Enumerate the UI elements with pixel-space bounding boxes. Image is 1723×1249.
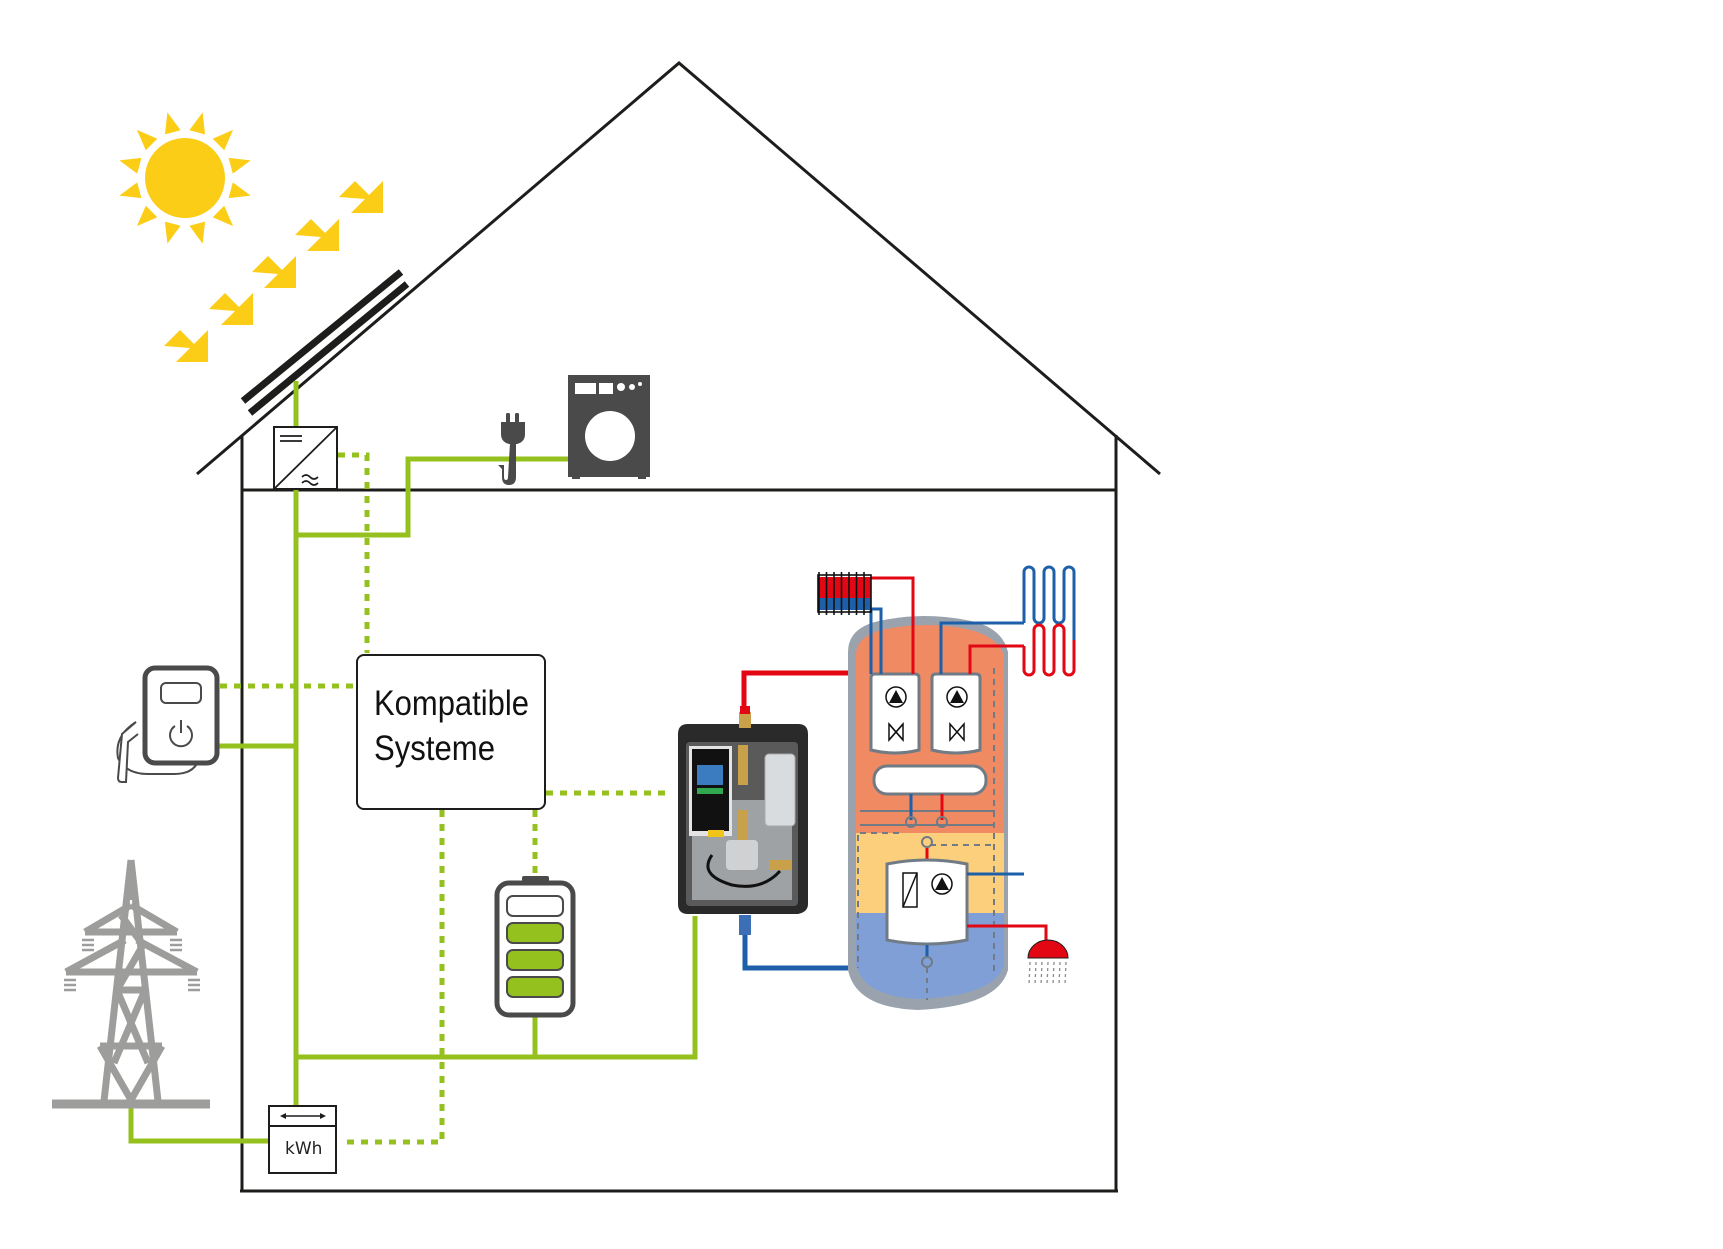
sun-icon: [119, 112, 251, 244]
pylon-strut: [135, 936, 199, 976]
power-lines: [128, 381, 698, 1144]
power-button-icon: [169, 720, 193, 748]
pylon-strut: [129, 901, 179, 936]
water-drop: [1028, 961, 1031, 986]
water-drop: [1040, 961, 1043, 986]
battery-icon: [494, 876, 576, 1018]
heating-circuit-module-2: [930, 672, 982, 755]
sun-arrow: [164, 330, 208, 362]
power-plug-icon: [498, 413, 525, 485]
water-drop: [1052, 961, 1055, 986]
sun-ray: [228, 157, 251, 174]
pylon-strut: [113, 943, 147, 992]
sun-arrow: [209, 293, 253, 325]
sun-ray: [164, 112, 181, 135]
sun-ray: [212, 205, 234, 227]
grid-to-meter-line: [128, 1103, 269, 1144]
pylon-strut: [64, 936, 127, 976]
pylon-strut: [127, 1044, 166, 1102]
pylon-strut: [110, 988, 149, 1065]
sun-ray: [189, 221, 206, 244]
compatible-systems-label-line2: Systeme: [374, 729, 495, 768]
sunlight-arrows-icon: [164, 181, 383, 362]
radiator-icon: [817, 572, 915, 674]
sun-ray: [136, 129, 158, 151]
floor-heating-coil-icon: [939, 565, 1076, 677]
sun-ray: [164, 221, 181, 244]
battery-segment-filled: [506, 922, 564, 944]
dc-ac-inverter-icon: [273, 426, 338, 490]
compatible-systems-box[interactable]: Kompatible Systeme: [356, 654, 546, 810]
sun-ray: [119, 157, 142, 174]
buffer-tank-icon[interactable]: [848, 616, 1048, 1013]
house-appliance-line: [296, 456, 568, 538]
inverter-data-line: [338, 452, 370, 653]
sun-ray: [189, 112, 206, 135]
compatible-systems-label-line1: Kompatible: [374, 684, 529, 723]
water-drop: [1064, 961, 1067, 986]
battery-segment-filled: [506, 949, 564, 971]
water-drop: [1046, 961, 1049, 986]
pylon-strut: [96, 1044, 135, 1102]
sun-arrow: [252, 256, 296, 288]
sun-ray: [136, 205, 158, 227]
battery-segment-filled: [506, 976, 564, 998]
sun-ray: [119, 182, 142, 199]
house-outline: [196, 61, 1161, 1193]
meter-data-line: [340, 810, 445, 1145]
kwh-label: kWh: [285, 1139, 322, 1159]
transmission-tower-icon: [52, 859, 210, 1109]
sun-ray: [212, 129, 234, 151]
shower-head-icon: [1027, 939, 1069, 986]
water-drop: [1058, 961, 1061, 986]
bidirectional-arrow-icon: [280, 1113, 326, 1119]
pylon-strut: [83, 901, 133, 936]
ev-charger-icon[interactable]: [116, 665, 220, 783]
sun-arrow: [295, 219, 339, 251]
roof-line: [196, 61, 1161, 476]
heat-pump-station-icon[interactable]: [678, 670, 848, 971]
sun-ray: [228, 182, 251, 199]
pylon-strut: [118, 912, 146, 948]
heating-circuit-module-1: [869, 672, 921, 755]
water-drop: [1034, 961, 1037, 986]
battery-segment-empty: [506, 895, 564, 917]
fresh-water-module: [885, 858, 969, 946]
data-lines: [220, 452, 670, 1145]
kwh-meter: kWh: [268, 1105, 337, 1174]
sun-arrow: [339, 181, 383, 213]
bottom-power-bus: [296, 916, 698, 1060]
washing-machine-icon: [568, 375, 650, 479]
solar-panel-icon: [240, 269, 410, 416]
